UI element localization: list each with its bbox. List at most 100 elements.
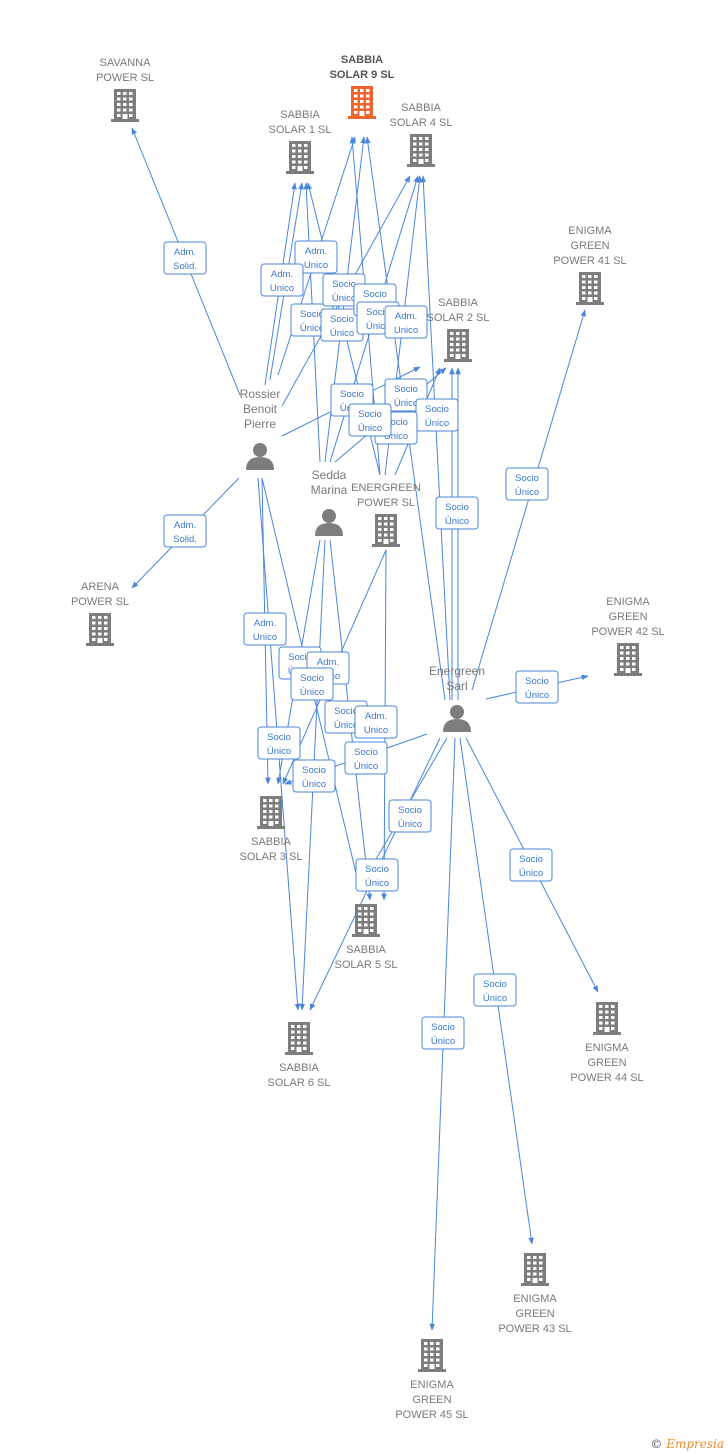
relation-badge[interactable]: Adm.Solid. xyxy=(163,241,207,275)
badge-text: Único xyxy=(267,746,291,757)
badge-text: Único xyxy=(515,487,539,498)
badge-text: Socio xyxy=(302,765,326,776)
badge-text: Socio xyxy=(445,502,469,513)
person-icon xyxy=(443,705,471,732)
node-label: SOLAR 1 SL xyxy=(269,124,332,136)
building-icon xyxy=(352,904,380,937)
node-label: Rossier xyxy=(240,387,281,401)
badge-text: Socio xyxy=(366,307,390,318)
badge-text: Socio xyxy=(394,384,418,395)
node-label: SABBIA xyxy=(279,1062,319,1074)
building-icon xyxy=(257,796,285,829)
relation-badge[interactable]: Adm.Solid. xyxy=(163,514,207,548)
node-label: SABBIA xyxy=(251,836,291,848)
badge-text: Socio xyxy=(525,676,549,687)
node-label: POWER SL xyxy=(357,497,415,509)
relation-badge[interactable]: Adm.Unico xyxy=(294,240,338,274)
node-label: GREEN xyxy=(608,611,647,623)
badge-text: Solid. xyxy=(173,534,197,545)
node-label: Pierre xyxy=(244,417,276,431)
copyright-symbol: © xyxy=(650,1437,663,1451)
node-label: SOLAR 4 SL xyxy=(390,117,453,129)
badge-text: Socio xyxy=(300,309,324,320)
badge-text: Socio xyxy=(519,854,543,865)
node-label: GREEN xyxy=(570,240,609,252)
node-label: Marina xyxy=(311,483,348,497)
badge-text: Único xyxy=(394,398,418,409)
node-sabbia4[interactable]: SABBIA SOLAR 4 SL xyxy=(390,102,453,167)
relation-badge[interactable]: Adm.Unico xyxy=(384,305,428,339)
relation-badge[interactable]: Adm.Unico xyxy=(260,263,304,297)
node-sabbia9[interactable]: SABBIA SOLAR 9 SL xyxy=(330,54,395,119)
badge-text: Único xyxy=(384,431,408,442)
node-label: ENIGMA xyxy=(568,225,612,237)
node-label: POWER 44 SL xyxy=(570,1072,643,1084)
node-label: SABBIA xyxy=(438,297,478,309)
building-icon xyxy=(614,643,642,676)
footer: © Empresia xyxy=(650,1437,724,1451)
badge-text: Socio xyxy=(515,473,539,484)
badge-text: Socio xyxy=(363,289,387,300)
badge-text: Unico xyxy=(364,725,388,736)
badge-text: Socio xyxy=(431,1022,455,1033)
badge-text: Unico xyxy=(253,632,277,643)
badge-text: Socio xyxy=(334,706,358,717)
badge-text: Único xyxy=(330,328,354,339)
node-label: ENERGREEN xyxy=(351,482,421,494)
node-energreen-power[interactable]: ENERGREEN POWER SL xyxy=(351,482,421,547)
relation-badge[interactable]: Adm.Unico xyxy=(354,705,398,739)
node-label: SOLAR 9 SL xyxy=(330,69,395,81)
badge-text: Socio xyxy=(354,747,378,758)
badge-text: Único xyxy=(398,819,422,830)
node-label: POWER 43 SL xyxy=(498,1323,571,1335)
badge-text: Socio xyxy=(398,805,422,816)
node-label: SABBIA xyxy=(401,102,441,114)
badge-text: Adm. xyxy=(317,657,339,668)
badge-text: Socio xyxy=(300,673,324,684)
node-label: GREEN xyxy=(515,1308,554,1320)
brand-logo[interactable]: Empresia xyxy=(666,1437,724,1451)
node-label: POWER 42 SL xyxy=(591,626,664,638)
building-icon xyxy=(111,89,139,122)
node-label: SABBIA xyxy=(341,54,383,66)
building-icon xyxy=(576,272,604,305)
badge-text: Único xyxy=(445,516,469,527)
badge-text: Único xyxy=(366,321,390,332)
badge-text: Único xyxy=(300,687,324,698)
badge-text: Adm. xyxy=(395,311,417,322)
edge-line xyxy=(420,175,451,701)
badge-text: Adm. xyxy=(174,247,196,258)
relation-badge[interactable]: Adm.Unico xyxy=(243,612,287,646)
